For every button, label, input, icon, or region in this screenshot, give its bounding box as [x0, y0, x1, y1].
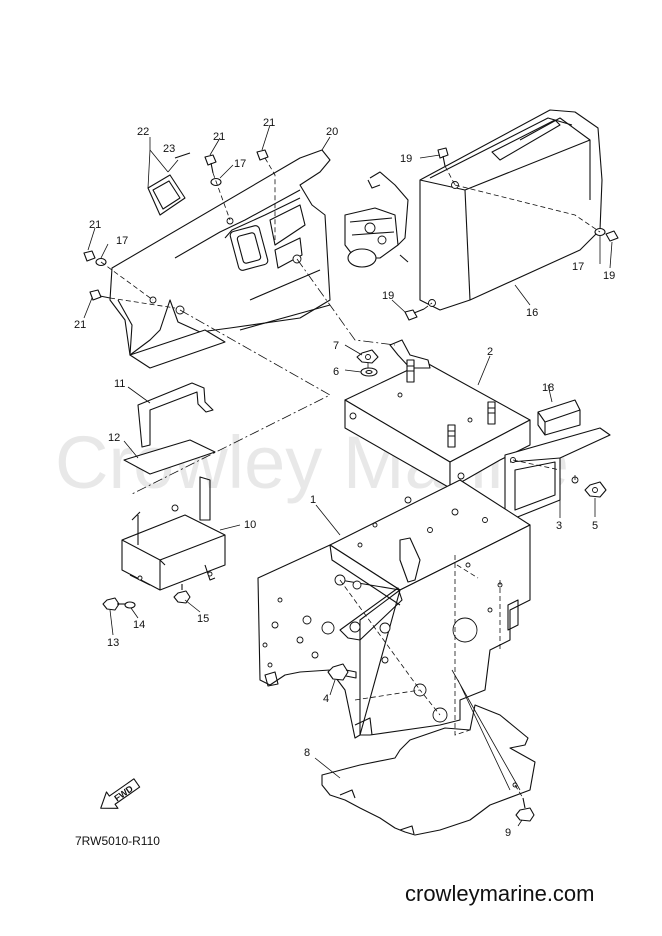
part-5-nut: [584, 481, 607, 498]
part-10-battery-tray: [121, 476, 226, 591]
callout-10: 10: [244, 519, 256, 531]
part-6-washer: [360, 367, 378, 377]
callout-9: 9: [505, 827, 511, 839]
part-23-strip: [174, 152, 191, 159]
callout-19-left: 19: [382, 290, 394, 302]
part-2-top-bracket: [344, 339, 531, 489]
part-18-block: [537, 399, 581, 436]
callout-7: 7: [333, 340, 339, 352]
part-11-strap: [137, 382, 214, 448]
callout-18: 18: [542, 382, 554, 394]
callout-8: 8: [304, 747, 310, 759]
callout-16: 16: [526, 307, 538, 319]
callout-3: 3: [556, 520, 562, 532]
callout-11: 11: [114, 378, 125, 390]
assembly-lines: [100, 157, 601, 799]
callout-13: 13: [107, 637, 119, 649]
callout-22: 22: [137, 126, 149, 138]
part-13-bolt: [102, 597, 125, 611]
callout-21-center: 21: [263, 117, 275, 129]
part-21-screw-center: [256, 149, 269, 161]
callout-labels: 1 2 3 4 5 6 7 8 9 10 11 12 13 14 15 16 1…: [74, 117, 615, 839]
callout-17-right: 17: [572, 261, 584, 273]
diagram-code: 7RW5010-R110: [75, 834, 160, 848]
part-14-washer: [124, 601, 136, 609]
part-15-bolt: [173, 584, 191, 604]
callout-20: 20: [326, 126, 338, 138]
part-4-bolt: [327, 663, 357, 681]
callout-19-top: 19: [400, 153, 412, 165]
footer-site: crowleymarine.com: [405, 881, 595, 906]
callout-21-left: 21: [89, 219, 101, 231]
part-1-main-frame: [257, 479, 531, 739]
part-7-nut: [356, 349, 379, 364]
callout-21-bottom: 21: [74, 319, 86, 331]
callout-6: 6: [333, 366, 339, 378]
callout-15: 15: [197, 613, 209, 625]
callout-4: 4: [323, 693, 329, 705]
part-19-screw-left: [404, 308, 425, 321]
callout-14: 14: [133, 619, 145, 631]
callout-2: 2: [487, 346, 493, 358]
part-21-screw-top: [204, 154, 217, 174]
callout-17-left: 17: [116, 235, 128, 247]
callout-23: 23: [163, 143, 175, 155]
part-21-screw-left: [83, 250, 96, 262]
part-19-screw-top: [437, 147, 449, 167]
callout-12: 12: [108, 432, 120, 444]
callout-21-top: 21: [213, 131, 225, 143]
callout-5: 5: [592, 520, 598, 532]
callout-17-top: 17: [234, 158, 246, 170]
part-12-pad: [123, 439, 216, 475]
callout-19-right: 19: [603, 270, 615, 282]
part-21-screw-bottom: [89, 289, 111, 301]
part-22-lid: [147, 174, 186, 216]
fwd-arrow-icon: FWD: [100, 778, 141, 809]
callout-leaders: [83, 124, 613, 827]
callout-1: 1: [310, 494, 316, 506]
cover-pad: [129, 329, 226, 369]
part-9-bolt: [515, 797, 535, 822]
frame-rib-lines: [451, 669, 521, 791]
part-16-right-cover: [419, 109, 603, 311]
carburetor-assembly: [344, 171, 409, 268]
part-19-screw-right: [605, 230, 619, 242]
